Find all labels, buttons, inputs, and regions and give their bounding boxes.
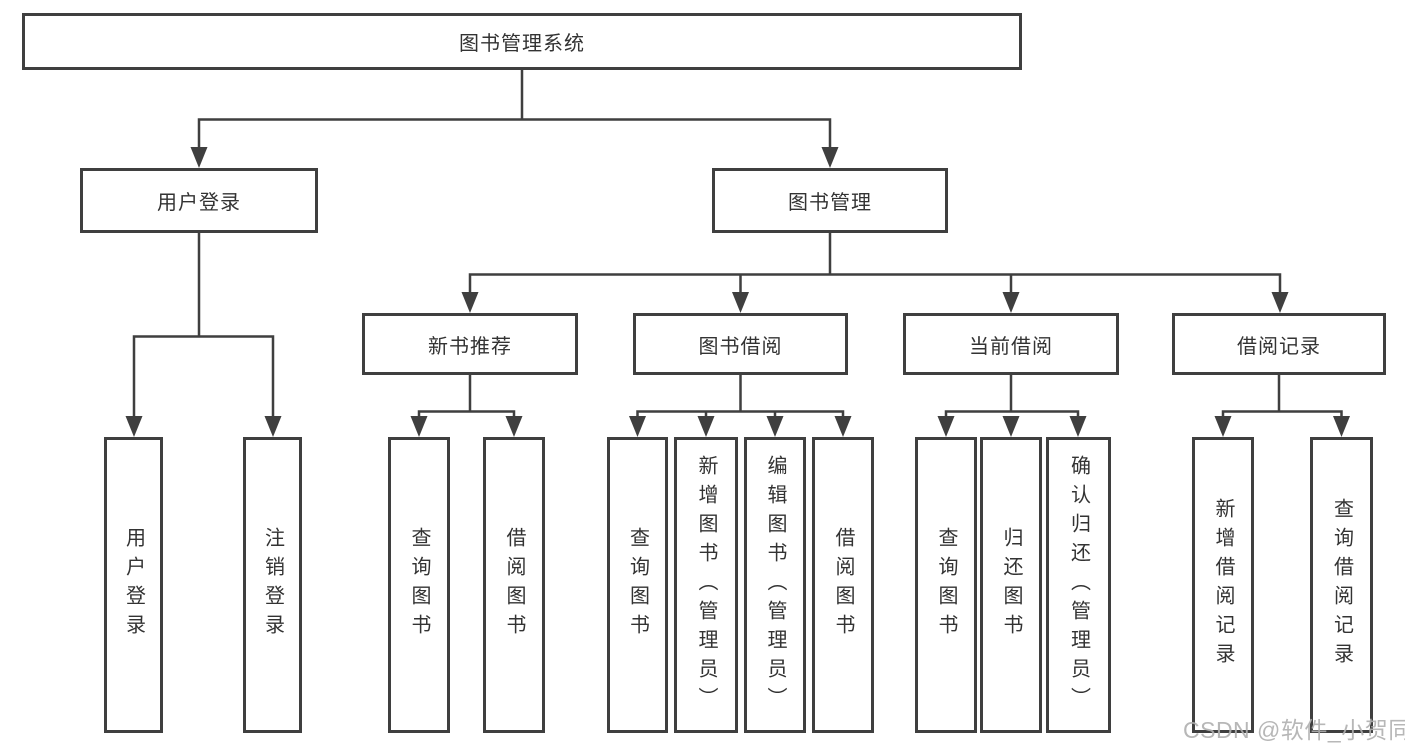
node-label: 借阅记录 (1237, 335, 1321, 358)
node-label: 归还图书 (1000, 527, 1022, 643)
node-label: 图书管理 (788, 192, 872, 214)
node-root-library-system: 图书管理系统 (22, 13, 1022, 70)
node-new-book-recommend: 新书推荐 (362, 313, 578, 375)
connector-bookborrow-to-leaves (636, 375, 845, 419)
node-label: 新增图书（管理员） (695, 454, 717, 716)
node-label: 查询图书 (626, 527, 649, 643)
node-label: 查询图书 (408, 527, 430, 643)
node-label: 用户登录 (122, 527, 145, 643)
leaf-confirm-return-admin: 确认归还（管理员） (1046, 437, 1111, 733)
node-label: 借阅图书 (503, 527, 525, 643)
arrow-down (821, 147, 839, 168)
arrow-down (461, 292, 479, 313)
arrow-down (505, 416, 523, 437)
arrow-down (1214, 416, 1232, 437)
arrow-down (629, 416, 646, 437)
node-label: 确认归还（管理员） (1067, 454, 1090, 716)
connector-userlogin-to-leaves (132, 233, 275, 419)
arrow-down (190, 147, 208, 168)
leaf-query-books-recommend: 查询图书 (388, 437, 450, 733)
node-borrowing-records: 借阅记录 (1172, 313, 1386, 375)
arrow-down (937, 416, 955, 437)
node-user-login: 用户登录 (80, 168, 318, 233)
arrow-down (1333, 416, 1350, 437)
node-label: 查询借阅记录 (1330, 498, 1353, 672)
arrow-down (410, 416, 428, 437)
leaf-edit-books-admin: 编辑图书（管理员） (744, 437, 806, 733)
node-label: 注销登录 (261, 527, 284, 643)
node-label: 当前借阅 (969, 335, 1053, 358)
leaf-query-books-borrowing: 查询图书 (607, 437, 668, 733)
leaf-user-login: 用户登录 (104, 437, 163, 733)
leaf-query-borrow-record: 查询借阅记录 (1310, 437, 1373, 733)
arrow-down (1271, 292, 1289, 313)
arrow-down (1002, 416, 1020, 437)
arrow-down (732, 292, 749, 313)
arrow-down (697, 416, 715, 437)
arrow-down (834, 416, 852, 437)
node-label: 查询图书 (935, 527, 957, 643)
leaf-add-books-admin: 新增图书（管理员） (674, 437, 738, 733)
arrow-down (264, 416, 282, 437)
node-label: 图书借阅 (698, 335, 783, 358)
connector-bookmgmt-to-modules (468, 233, 1282, 296)
leaf-logout: 注销登录 (243, 437, 302, 733)
leaf-query-books-current: 查询图书 (915, 437, 977, 733)
leaf-borrow-books: 借阅图书 (812, 437, 874, 733)
node-label: 用户登录 (157, 192, 241, 214)
node-book-management: 图书管理 (712, 168, 948, 233)
leaf-return-books: 归还图书 (980, 437, 1042, 733)
node-label: 新书推荐 (428, 335, 512, 358)
arrow-down (1002, 292, 1020, 313)
node-label: 图书管理系统 (459, 33, 585, 55)
connector-currentborrow-to-leaves (944, 375, 1080, 419)
node-current-borrowing: 当前借阅 (903, 313, 1119, 375)
arrow-down (1069, 416, 1087, 437)
node-label: 编辑图书（管理员） (764, 454, 786, 716)
csdn-watermark: CSDN @软件_小贺同学 (1183, 717, 1405, 743)
arrow-down (766, 416, 784, 437)
arrow-down (125, 416, 143, 437)
node-book-borrowing: 图书借阅 (633, 313, 848, 375)
node-label: 新增借阅记录 (1212, 498, 1234, 672)
connector-borrowrecord-to-leaves (1221, 375, 1343, 419)
node-label: 借阅图书 (832, 527, 854, 643)
leaf-borrow-books-recommend: 借阅图书 (483, 437, 545, 733)
connector-root-to-level2 (197, 70, 832, 150)
leaf-add-borrow-record: 新增借阅记录 (1192, 437, 1254, 733)
connector-newbook-to-leaves (417, 375, 516, 419)
